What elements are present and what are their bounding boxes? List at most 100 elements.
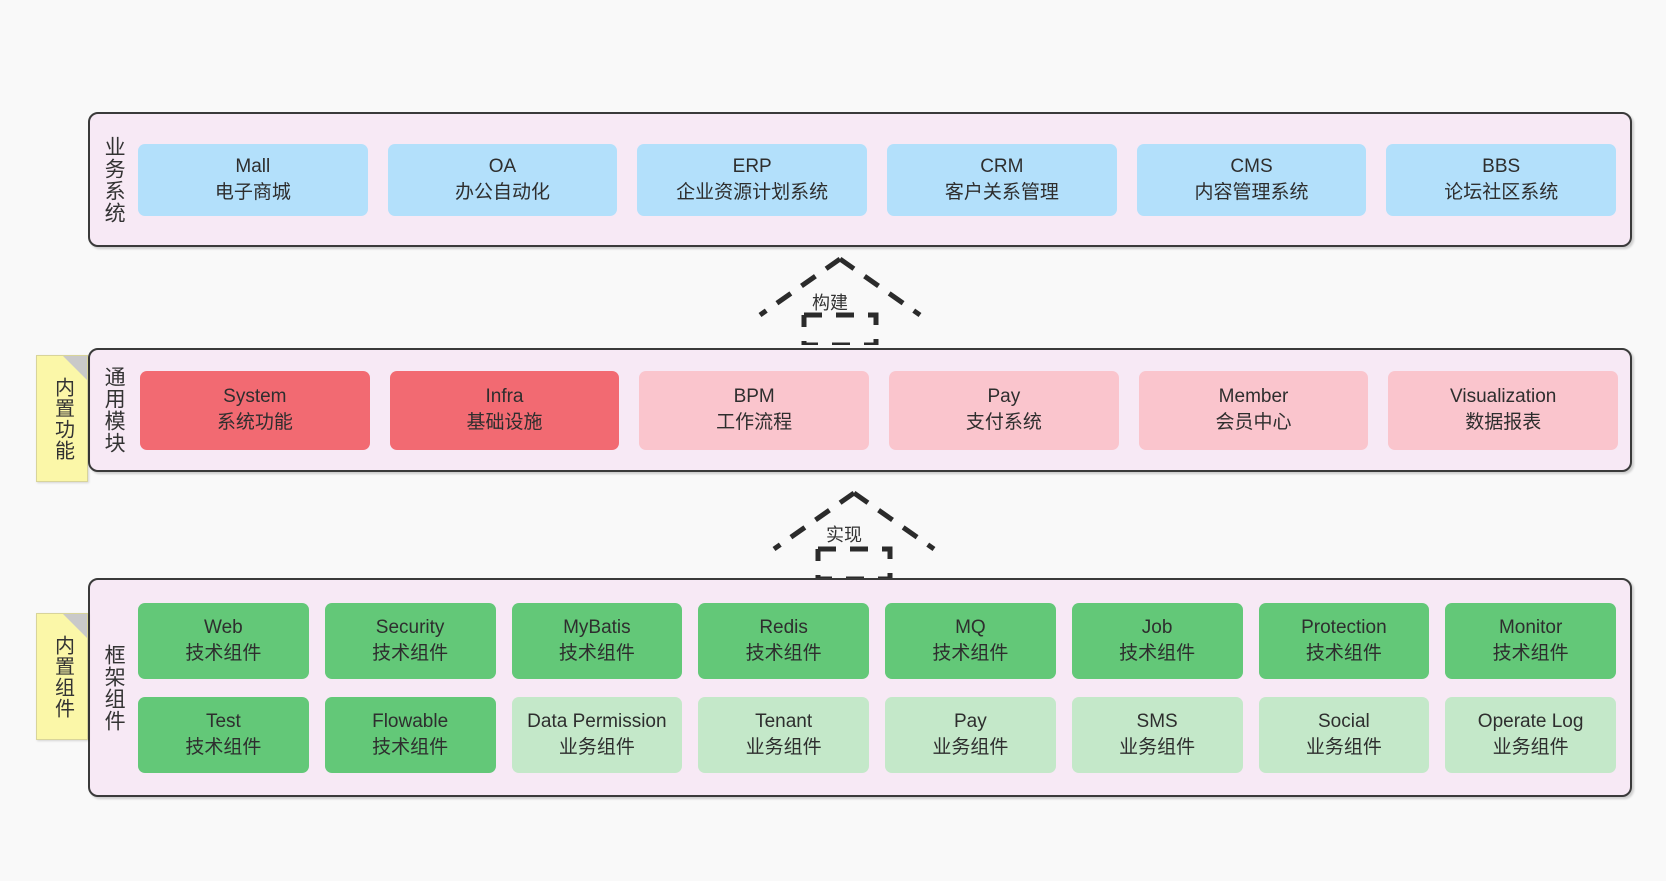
page-fold-icon: [63, 614, 87, 638]
node-desc: 企业资源计划系统: [676, 181, 829, 203]
layer-title-business-system: 业务系统: [102, 135, 126, 224]
node-flowable[interactable]: Flowable 技术组件: [324, 696, 496, 773]
node-sms[interactable]: SMS 业务组件: [1071, 696, 1243, 773]
page-fold-icon: [63, 356, 87, 380]
node-protection[interactable]: Protection 技术组件: [1258, 602, 1430, 679]
note-builtin-function[interactable]: 内置功能: [36, 355, 88, 482]
node-desc: 技术组件: [372, 736, 449, 758]
node-desc: 业务组件: [558, 736, 635, 758]
node-desc: 技术组件: [745, 642, 822, 664]
note-label: 内置功能: [51, 376, 74, 461]
node-infra[interactable]: Infra 基础设施: [389, 370, 620, 450]
node-test[interactable]: Test 技术组件: [138, 696, 309, 773]
node-desc: 技术组件: [372, 642, 449, 664]
node-name: Security: [375, 616, 445, 638]
node-system[interactable]: System 系统功能: [140, 370, 370, 450]
node-name: CMS: [1230, 155, 1273, 177]
node-desc: 业务组件: [745, 736, 822, 758]
node-desc: 基础设施: [466, 412, 543, 433]
node-name: Protection: [1301, 616, 1387, 638]
note-builtin-component[interactable]: 内置组件: [36, 613, 88, 740]
node-desc: 技术组件: [1305, 642, 1382, 664]
node-bbs[interactable]: BBS 论坛社区系统: [1386, 143, 1617, 216]
node-erp[interactable]: ERP 企业资源计划系统: [637, 143, 868, 216]
node-name: Pay: [954, 710, 987, 732]
node-name: Tenant: [755, 710, 813, 732]
node-name: Web: [204, 616, 243, 638]
layer-body-common-module: System 系统功能 Infra 基础设施 BPM 工作流程 Pay 支付系统…: [136, 350, 1630, 470]
node-visualization[interactable]: Visualization 数据报表: [1388, 370, 1619, 450]
node-pay-business[interactable]: Pay 业务组件: [885, 696, 1056, 773]
connector-build-label: 构建: [812, 293, 848, 313]
node-name: Pay: [987, 386, 1021, 408]
node-crm[interactable]: CRM 客户关系管理: [887, 143, 1117, 216]
node-tenant[interactable]: Tenant 业务组件: [698, 696, 869, 773]
layer-title-framework-component: 框架组件: [102, 643, 126, 732]
layer-row: Web 技术组件 Security 技术组件 MyBatis 技术组件 Redi…: [138, 602, 1616, 679]
node-job[interactable]: Job 技术组件: [1071, 602, 1243, 679]
node-desc: 工作流程: [716, 412, 793, 433]
node-name: MyBatis: [563, 616, 631, 638]
node-desc: 电子商城: [214, 181, 291, 203]
node-desc: 业务组件: [932, 736, 1009, 758]
node-desc: 业务组件: [1305, 736, 1382, 758]
node-desc: 技术组件: [932, 642, 1009, 664]
node-desc: 办公自动化: [455, 181, 551, 203]
node-pay[interactable]: Pay 支付系统: [889, 370, 1119, 450]
node-social[interactable]: Social 业务组件: [1258, 696, 1430, 773]
node-name: Social: [1318, 710, 1370, 732]
node-mall[interactable]: Mall 电子商城: [138, 143, 368, 216]
node-oa[interactable]: OA 办公自动化: [387, 143, 618, 216]
node-web[interactable]: Web 技术组件: [138, 602, 309, 679]
node-name: Member: [1218, 386, 1289, 408]
node-name: OA: [488, 155, 517, 177]
node-desc: 技术组件: [185, 736, 262, 758]
node-name: Redis: [759, 616, 808, 638]
node-monitor[interactable]: Monitor 技术组件: [1445, 602, 1616, 679]
note-label: 内置组件: [51, 634, 74, 719]
node-cms[interactable]: CMS 内容管理系统: [1136, 143, 1367, 216]
node-name: BBS: [1482, 155, 1521, 177]
node-security[interactable]: Security 技术组件: [324, 602, 496, 679]
node-name: Data Permission: [527, 710, 667, 732]
node-name: Test: [205, 710, 241, 732]
layer-framework-component[interactable]: 框架组件 Web 技术组件 Security 技术组件 MyBatis 技术组件…: [88, 578, 1632, 797]
node-redis[interactable]: Redis 技术组件: [698, 602, 869, 679]
layer-common-module[interactable]: 通用模块 System 系统功能 Infra 基础设施 BPM 工作流程 Pay…: [88, 348, 1632, 472]
node-member[interactable]: Member 会员中心: [1138, 370, 1369, 450]
node-data-permission[interactable]: Data Permission 业务组件: [511, 696, 683, 773]
node-desc: 支付系统: [965, 412, 1042, 433]
node-mq[interactable]: MQ 技术组件: [885, 602, 1056, 679]
node-bpm[interactable]: BPM 工作流程: [639, 370, 870, 450]
node-name: Flowable: [372, 710, 449, 732]
node-name: Operate Log: [1477, 710, 1584, 732]
node-name: ERP: [732, 155, 772, 177]
node-operate-log[interactable]: Operate Log 业务组件: [1445, 696, 1616, 773]
node-name: MQ: [955, 616, 986, 638]
node-name: Mall: [235, 155, 271, 177]
node-name: System: [223, 386, 287, 408]
node-mybatis[interactable]: MyBatis 技术组件: [511, 602, 683, 679]
node-desc: 客户关系管理: [944, 181, 1059, 203]
node-name: Job: [1141, 616, 1173, 638]
layer-title-common-module: 通用模块: [102, 366, 126, 454]
node-desc: 技术组件: [558, 642, 635, 664]
layer-row: System 系统功能 Infra 基础设施 BPM 工作流程 Pay 支付系统…: [140, 370, 1619, 450]
connector-implement-label: 实现: [826, 525, 862, 545]
node-desc: 数据报表: [1465, 412, 1542, 433]
layer-row: Mall 电子商城 OA 办公自动化 ERP 企业资源计划系统 CRM 客户关系…: [138, 143, 1617, 216]
node-desc: 论坛社区系统: [1444, 181, 1559, 203]
node-name: Visualization: [1450, 386, 1557, 408]
node-desc: 业务组件: [1119, 736, 1196, 758]
layer-business-system[interactable]: 业务系统 Mall 电子商城 OA 办公自动化 ERP 企业资源计划系统 CRM…: [88, 112, 1632, 247]
node-desc: 技术组件: [185, 642, 262, 664]
node-desc: 技术组件: [1119, 642, 1196, 664]
layer-row: Test 技术组件 Flowable 技术组件 Data Permission …: [138, 696, 1616, 773]
node-name: SMS: [1136, 710, 1178, 732]
node-desc: 系统功能: [216, 412, 293, 433]
node-desc: 业务组件: [1492, 736, 1569, 758]
layer-body-framework-component: Web 技术组件 Security 技术组件 MyBatis 技术组件 Redi…: [136, 580, 1630, 795]
node-desc: 内容管理系统: [1194, 181, 1309, 203]
node-name: CRM: [980, 155, 1024, 177]
